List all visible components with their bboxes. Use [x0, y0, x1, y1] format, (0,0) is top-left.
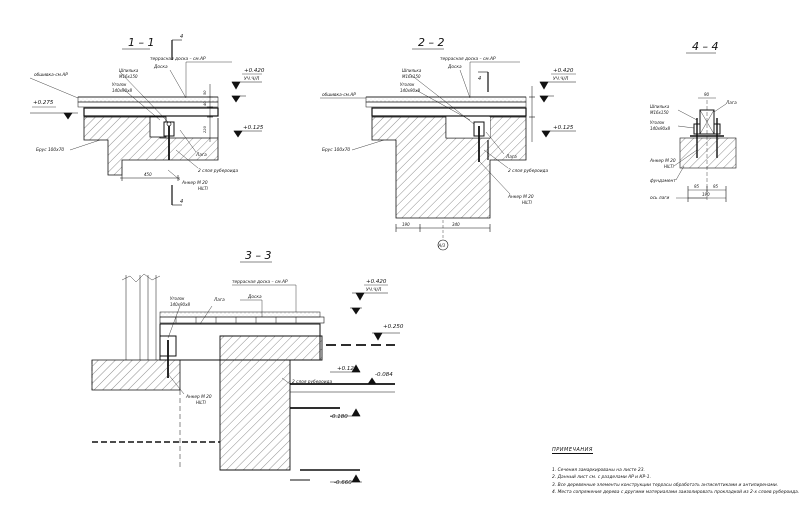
label-angle-size: 140х90х8 — [112, 88, 132, 93]
cut-mark-top: 4 — [180, 34, 183, 40]
dim-v-1: 40 — [203, 101, 207, 106]
elev-125: +0.125 — [337, 366, 358, 372]
elev-top-note: УЧ.Ч/Л — [244, 76, 260, 82]
label-board-3: Доска — [247, 294, 262, 300]
label-angle-4: Уголок — [650, 120, 665, 125]
elev-left: +0.275 — [33, 100, 54, 106]
label-board-2: Доска — [447, 64, 462, 70]
label-anchor-2: Анкер М 20 — [507, 194, 534, 200]
dim-95b: 95 — [713, 184, 719, 189]
note-item-3: 3. Все деревянные элементы конструкции т… — [552, 482, 779, 488]
label-roofing: 2 слоя рубероида — [198, 168, 238, 174]
label-vent: обшивка-см.АР — [34, 72, 68, 78]
dim-top-4: 90 — [704, 92, 710, 97]
label-log-4: Лага — [725, 100, 737, 106]
elev-top-2: +0.420 — [553, 68, 574, 74]
dim-190-4: 190 — [702, 192, 710, 197]
elev-top-note-3: УЧ.Ч/Л — [366, 287, 382, 293]
notes-block: ПРИМЕЧАНИЯ 1. Сечения замаркированы на л… — [552, 436, 800, 496]
section-4-title: 4 – 4 — [692, 40, 719, 53]
label-angle-size-4: 140х90х8 — [650, 126, 670, 131]
label-anchor-note-2: HILTI — [522, 200, 533, 205]
cut-mark-2: 4 — [478, 76, 481, 82]
dim-340: 340 — [452, 222, 460, 227]
label-angle-3: Уголок — [170, 296, 185, 301]
label-foundation: фундамент — [650, 178, 676, 184]
dim-95a: 95 — [694, 184, 700, 189]
elev-top-3: +0.420 — [366, 279, 387, 285]
label-anchor-note: HILTI — [198, 186, 209, 191]
elev-180: -0.180 — [330, 414, 348, 420]
note-item-4: 4. Места сопряжения дерева с другими мат… — [552, 489, 800, 495]
elev-mid-2: +0.125 — [553, 125, 574, 131]
label-anchor-4: Анкер М 20 — [649, 158, 676, 164]
elev-mid: +0.125 — [243, 125, 264, 131]
label-roofing-3: 2 слоя рубероида — [292, 379, 332, 385]
dim-450: 450 — [144, 172, 152, 177]
label-log: Лага — [195, 152, 207, 158]
elev-084: -0.084 — [375, 372, 393, 378]
elev-660: -0.660 — [334, 480, 352, 486]
axis-mark: А/3 — [438, 243, 446, 248]
label-angle-size-3: 140х90х8 — [170, 302, 190, 307]
dim-v-2: 220 — [203, 125, 207, 133]
elev-top: +0.420 — [244, 68, 265, 74]
dim-v-0: 50 — [203, 90, 207, 95]
cut-mark-bottom: 4 — [180, 199, 183, 205]
note-item-1: 1. Сечения замаркированы на листе 23. — [552, 468, 645, 473]
section-1-title: 1 – 1 — [128, 36, 155, 49]
label-stud-2: Шпилька — [402, 68, 422, 73]
label-beam: Брус 100х70 — [36, 147, 64, 153]
label-angle-size-2: 140х90х8 — [400, 88, 420, 93]
label-stud: Шпилька — [119, 68, 139, 73]
label-terrace-board-3: террасная доска – см.АР — [232, 279, 288, 285]
label-anchor-note-4: HILTI — [664, 164, 675, 169]
elev-250: +0.250 — [383, 324, 404, 330]
label-log-2: Лага — [505, 154, 517, 160]
notes-title: ПРИМЕЧАНИЯ — [552, 447, 593, 454]
section-1-1: 1 – 1 4 4 50 40 220 450 — [29, 34, 265, 206]
label-angle: Уголок — [112, 82, 127, 87]
label-beam-2: Брус 100х70 — [322, 147, 350, 153]
label-stud-size-4: М16х150 — [650, 110, 669, 115]
label-stud-size-2: М16х150 — [402, 74, 421, 79]
label-roofing-2: 2 слоя рубероида — [508, 168, 548, 174]
section-4-4: 4 – 4 90 95 95 190 Лага Шпилька М16х150 — [649, 40, 737, 202]
label-vent-2: обшивка-см.АР — [322, 92, 356, 98]
section-2-2: 2 – 2 4 190 340 А/3 — [320, 36, 576, 251]
label-terrace-board: террасная доска – см.АР — [150, 56, 206, 62]
label-anchor-note-3: HILTI — [196, 400, 207, 405]
label-board: Доска — [153, 64, 168, 70]
section-3-3: 3 – 3 — [91, 249, 404, 486]
label-log-3: Лага — [213, 297, 225, 303]
section-3-title: 3 – 3 — [245, 249, 272, 262]
label-stud-4: Шпилька — [650, 104, 670, 109]
label-anchor-3: Анкер М 20 — [185, 394, 212, 400]
label-anchor: Анкер М 20 — [181, 180, 208, 186]
note-item-2: 2. Данный лист см. с разделами АР и КР-1… — [552, 475, 651, 481]
label-stud-size: М16х150 — [119, 74, 138, 79]
dim-190: 190 — [402, 222, 410, 227]
section-2-title: 2 – 2 — [418, 36, 445, 49]
label-axis: ось лаги — [650, 196, 670, 201]
label-angle-2: Уголок — [400, 82, 415, 87]
label-terrace-board-2: террасная доска – см.АР — [440, 56, 496, 62]
elev-top-note-2: УЧ.Ч/Л — [553, 76, 569, 82]
